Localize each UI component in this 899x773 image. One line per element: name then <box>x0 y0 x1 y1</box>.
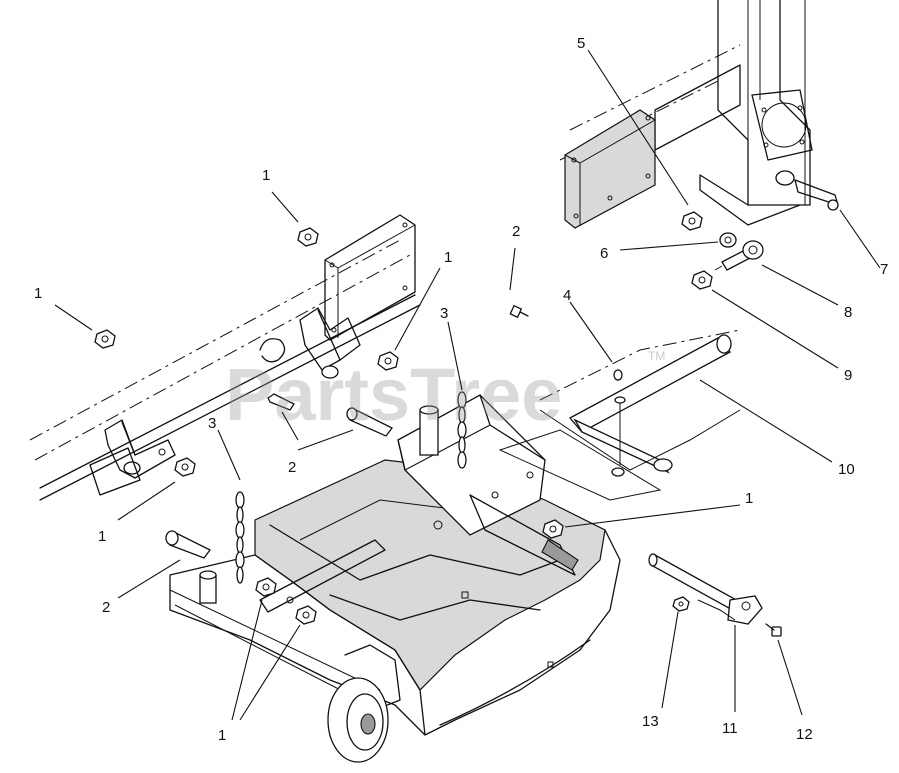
hardware <box>94 199 839 637</box>
nut-icon <box>672 596 690 612</box>
watermark: PartsTree TM <box>225 349 665 436</box>
callout-2: 2 <box>288 459 296 476</box>
callout-1: 1 <box>98 528 106 545</box>
callout-4: 4 <box>563 287 571 304</box>
callout-1: 1 <box>444 249 452 266</box>
bolt-icon <box>267 393 295 411</box>
bolt-icon <box>765 623 782 637</box>
callout-11: 11 <box>722 720 738 737</box>
nut-icon <box>691 270 713 290</box>
leader-lines <box>54 49 881 721</box>
callout-5: 5 <box>577 35 585 52</box>
nut-icon <box>377 351 399 371</box>
mower-deck <box>169 394 621 763</box>
callout-1: 1 <box>745 490 753 507</box>
nut-icon <box>681 211 703 231</box>
callout-10: 10 <box>838 461 855 478</box>
callout-6: 6 <box>600 245 608 262</box>
washer-icon <box>719 232 737 248</box>
bolt-icon <box>827 199 839 211</box>
callout-13: 13 <box>642 713 659 730</box>
bolt-icon <box>165 530 211 559</box>
nut-icon <box>295 605 317 625</box>
callout-1: 1 <box>262 167 270 184</box>
callout-8: 8 <box>844 304 852 321</box>
nut-icon <box>542 519 564 539</box>
tractor-frame <box>559 0 839 229</box>
nut-icon <box>94 329 116 349</box>
callout-3: 3 <box>440 305 448 322</box>
bolt-icon <box>509 304 529 319</box>
callout-labels: 1 1 1 1 1 1 2 2 2 3 3 4 5 6 7 8 9 10 11 … <box>34 35 888 744</box>
support-arm <box>648 553 763 625</box>
nut-icon <box>174 457 196 477</box>
callout-7: 7 <box>880 261 888 278</box>
cotter-pin-icon <box>613 369 623 381</box>
callout-2: 2 <box>512 223 520 240</box>
nut-icon <box>297 227 319 247</box>
callout-12: 12 <box>796 726 813 743</box>
callout-9: 9 <box>844 367 852 384</box>
carrier-frame <box>29 214 421 501</box>
rod-end-icon <box>714 240 764 271</box>
watermark-trademark: TM <box>648 349 665 363</box>
nut-icon <box>255 577 277 597</box>
watermark-text: PartsTree <box>225 353 562 436</box>
callout-2: 2 <box>102 599 110 616</box>
chain-center <box>457 391 467 469</box>
callout-1: 1 <box>218 727 226 744</box>
chain-left <box>235 491 245 584</box>
lift-rod <box>498 329 741 501</box>
callout-3: 3 <box>208 415 216 432</box>
callout-1: 1 <box>34 285 42 302</box>
bolt-icon <box>346 407 393 437</box>
